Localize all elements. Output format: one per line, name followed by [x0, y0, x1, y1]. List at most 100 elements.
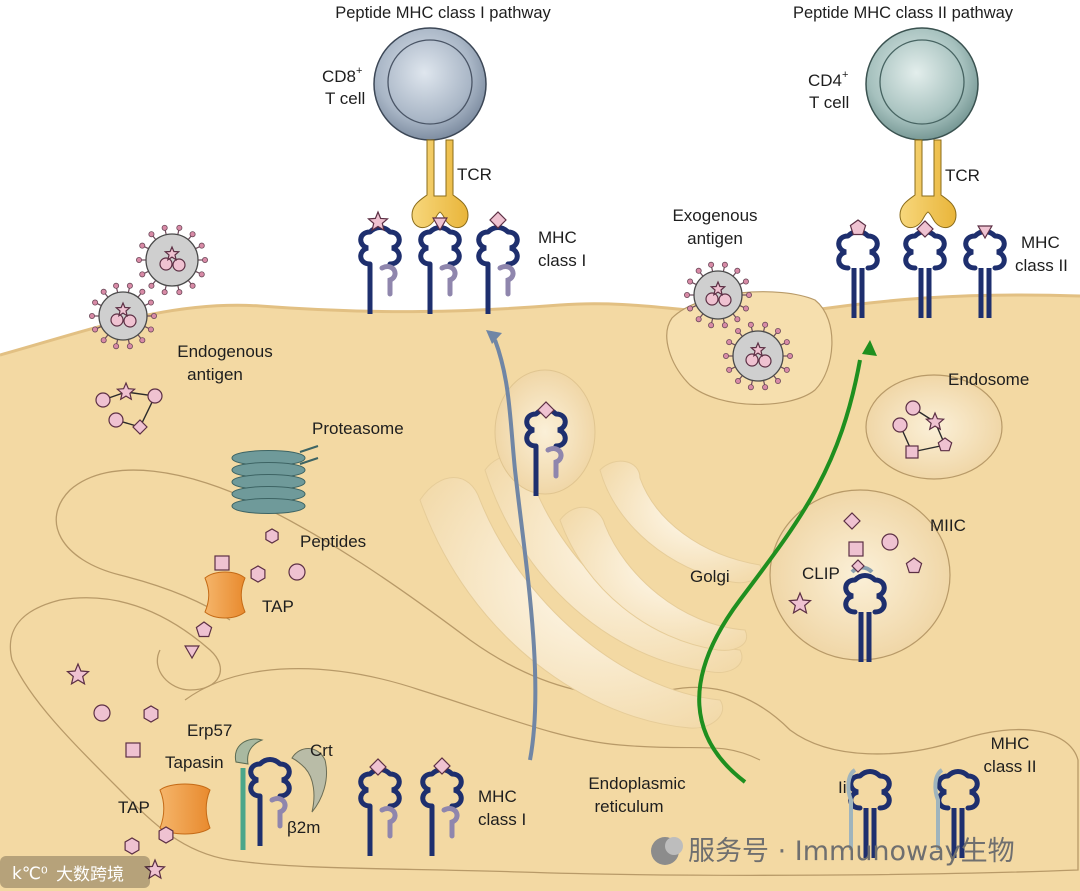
proteasome-label: Proteasome: [312, 419, 404, 438]
class2-arrowhead: [862, 340, 877, 356]
peptide-20: [144, 858, 166, 880]
exogenous-virus-1-spike-tip-14: [742, 278, 749, 285]
peptide-17: [125, 742, 141, 758]
exogenous-virus-2-spike-tip-12: [762, 321, 769, 328]
endogenous-virus-1-core-b: [172, 258, 186, 272]
endogenous-virus-1-spike-tip-13: [189, 231, 196, 238]
mhc1-surface-3-beta2m: [497, 264, 516, 297]
endogenous-virus-1-spike-tip-9: [139, 242, 146, 249]
mhc1-golgi-vesicle-beta2m: [545, 446, 564, 479]
peptide-8: [265, 528, 279, 544]
exogenous-virus-2-spike-tip-10: [735, 327, 742, 334]
mhc1-er-1-beta2m: [379, 806, 398, 839]
exogenous-virus-2-spike-tip-9: [726, 339, 733, 346]
endogenous-virus-2-spike-tip-5: [113, 343, 120, 350]
endogenous-virus-1: [135, 224, 208, 296]
endogenous-virus-2-core-b: [123, 314, 137, 328]
class2-transport-arrow: [697, 359, 862, 784]
mhc1-surface-1-domains: [358, 225, 402, 267]
exogenous-virus-1-spike-tip-12: [721, 261, 728, 268]
mhc1-surface-2-domains: [418, 225, 462, 267]
endogenous-virus-1-spike-tip-14: [198, 242, 205, 249]
endogenous-virus-1-spike-tip-8: [135, 256, 142, 263]
mhc1-surface-label-2: class I: [538, 251, 586, 270]
mhc2-er-label-2: class II: [984, 757, 1037, 776]
endogenous-virus-1-spike-tip-5: [161, 289, 168, 296]
endogenous-virus-2-spike-tip-13: [139, 288, 146, 295]
endogenous-virus-2-spike-tip-14: [147, 299, 154, 306]
mhc1-surface-1-beta2m: [379, 264, 398, 297]
exogenous-virus-1-core-a: [705, 292, 719, 306]
exogenous-virus-2-spike-tip-1: [787, 352, 794, 359]
er-inner-lumen: [184, 668, 761, 761]
endoplasmic-reticulum: [9, 469, 1079, 876]
peptide-10: [250, 565, 266, 583]
exogenous-virus-1-spike-tip-5: [708, 322, 715, 329]
mhc1-surface-1: [358, 225, 402, 314]
miic-label: MIIC: [930, 516, 966, 535]
mhc2-er-2-domains: [936, 769, 980, 811]
title-mhc2-pathway: Peptide MHC class II pathway: [793, 4, 1014, 22]
cd4-t-cell-nucleus: [879, 39, 965, 125]
er-label-1: Endoplasmic: [588, 774, 686, 793]
mhc1-golgi-vesicle: [524, 407, 568, 496]
exogenous-antigen-label-1: Exogenous: [672, 206, 757, 225]
crt-chaperone: [291, 748, 327, 813]
peptide-13: [184, 645, 200, 660]
endogenous-virus-2-spike-tip-3: [139, 337, 146, 344]
endogenous-virus-2-core-a: [110, 313, 124, 327]
exogenous-virus-2-spike-tip-3: [774, 378, 781, 385]
endogenous-virus-2-spike-tip-4: [126, 343, 133, 350]
endogenous-virus-1-spike-tip-7: [139, 271, 146, 278]
watermark-left-badge: [0, 856, 150, 888]
peptide-22: [433, 757, 451, 775]
endosome-antigen-chain-unit-2: [924, 411, 946, 431]
class1-transport-arrow: [493, 339, 538, 761]
cd8-label: CD8+: [322, 65, 362, 86]
peptide-28: [851, 559, 865, 573]
endogenous-virus-1-core-c: [163, 245, 181, 261]
endogenous-virus-1-capsid: [145, 233, 199, 287]
wechat-icon-bubble: [665, 837, 683, 855]
tap-bottom-label: TAP: [118, 798, 150, 817]
endogenous-virus-2-spike-tip-9: [92, 299, 99, 306]
exogenous-virus-2-spike-tip-2: [783, 366, 790, 373]
mhc1-er-label-1: MHC: [478, 787, 517, 806]
peptide-5: [916, 220, 934, 238]
peptide-6: [977, 225, 993, 240]
endogenous-antigen-chain-unit-2: [115, 381, 137, 401]
endogenous-virus-2-core-c: [114, 301, 132, 317]
endogenous-antigen-chain-unit-4: [132, 419, 148, 435]
exogenous-virus-1-spike-tip-9: [687, 278, 694, 285]
peptide-16: [143, 705, 159, 723]
endogenous-virus-2-spike-tip-8: [89, 312, 96, 319]
mhc2-surface-label-1: MHC: [1021, 233, 1060, 252]
peptide-1: [367, 210, 389, 232]
tcr-left-label: TCR: [457, 165, 492, 184]
exogenous-virus-2-core-b: [758, 354, 772, 368]
class1-arrowhead: [486, 330, 502, 344]
proteasome: [231, 445, 319, 514]
exogenous-virus-2-spike-tip-4: [762, 384, 769, 391]
exogenous-virus-1-spike-tip-13: [734, 267, 741, 274]
peptide-24: [848, 541, 864, 557]
exogenous-virus-2-spike-tip-11: [747, 321, 754, 328]
exogenous-virus-2-capsid: [732, 330, 784, 382]
mhc1-surface-3: [476, 225, 520, 314]
mhc1-er-2: [420, 767, 464, 856]
peptide-11: [288, 563, 306, 581]
cd4-t-cell: [865, 27, 979, 141]
mhc1-loading-complex: [248, 757, 292, 846]
endogenous-antigen-chain-unit-5: [108, 412, 124, 428]
peptide-21: [369, 758, 387, 776]
endogenous-virus-1-spike-tip-3: [189, 282, 196, 289]
cd8-t-cell-nucleus: [387, 39, 473, 125]
exogenous-virus-2-spike-tip-13: [774, 327, 781, 334]
tap-top-label: TAP: [262, 597, 294, 616]
endogenous-virus-2-spike-tip-10: [100, 288, 107, 295]
exogenous-virus-1-spike-tip-11: [708, 261, 715, 268]
endogenous-virus-2-capsid: [98, 291, 148, 341]
endogenous-virus-2: [89, 282, 157, 350]
peptide-9: [214, 555, 230, 571]
